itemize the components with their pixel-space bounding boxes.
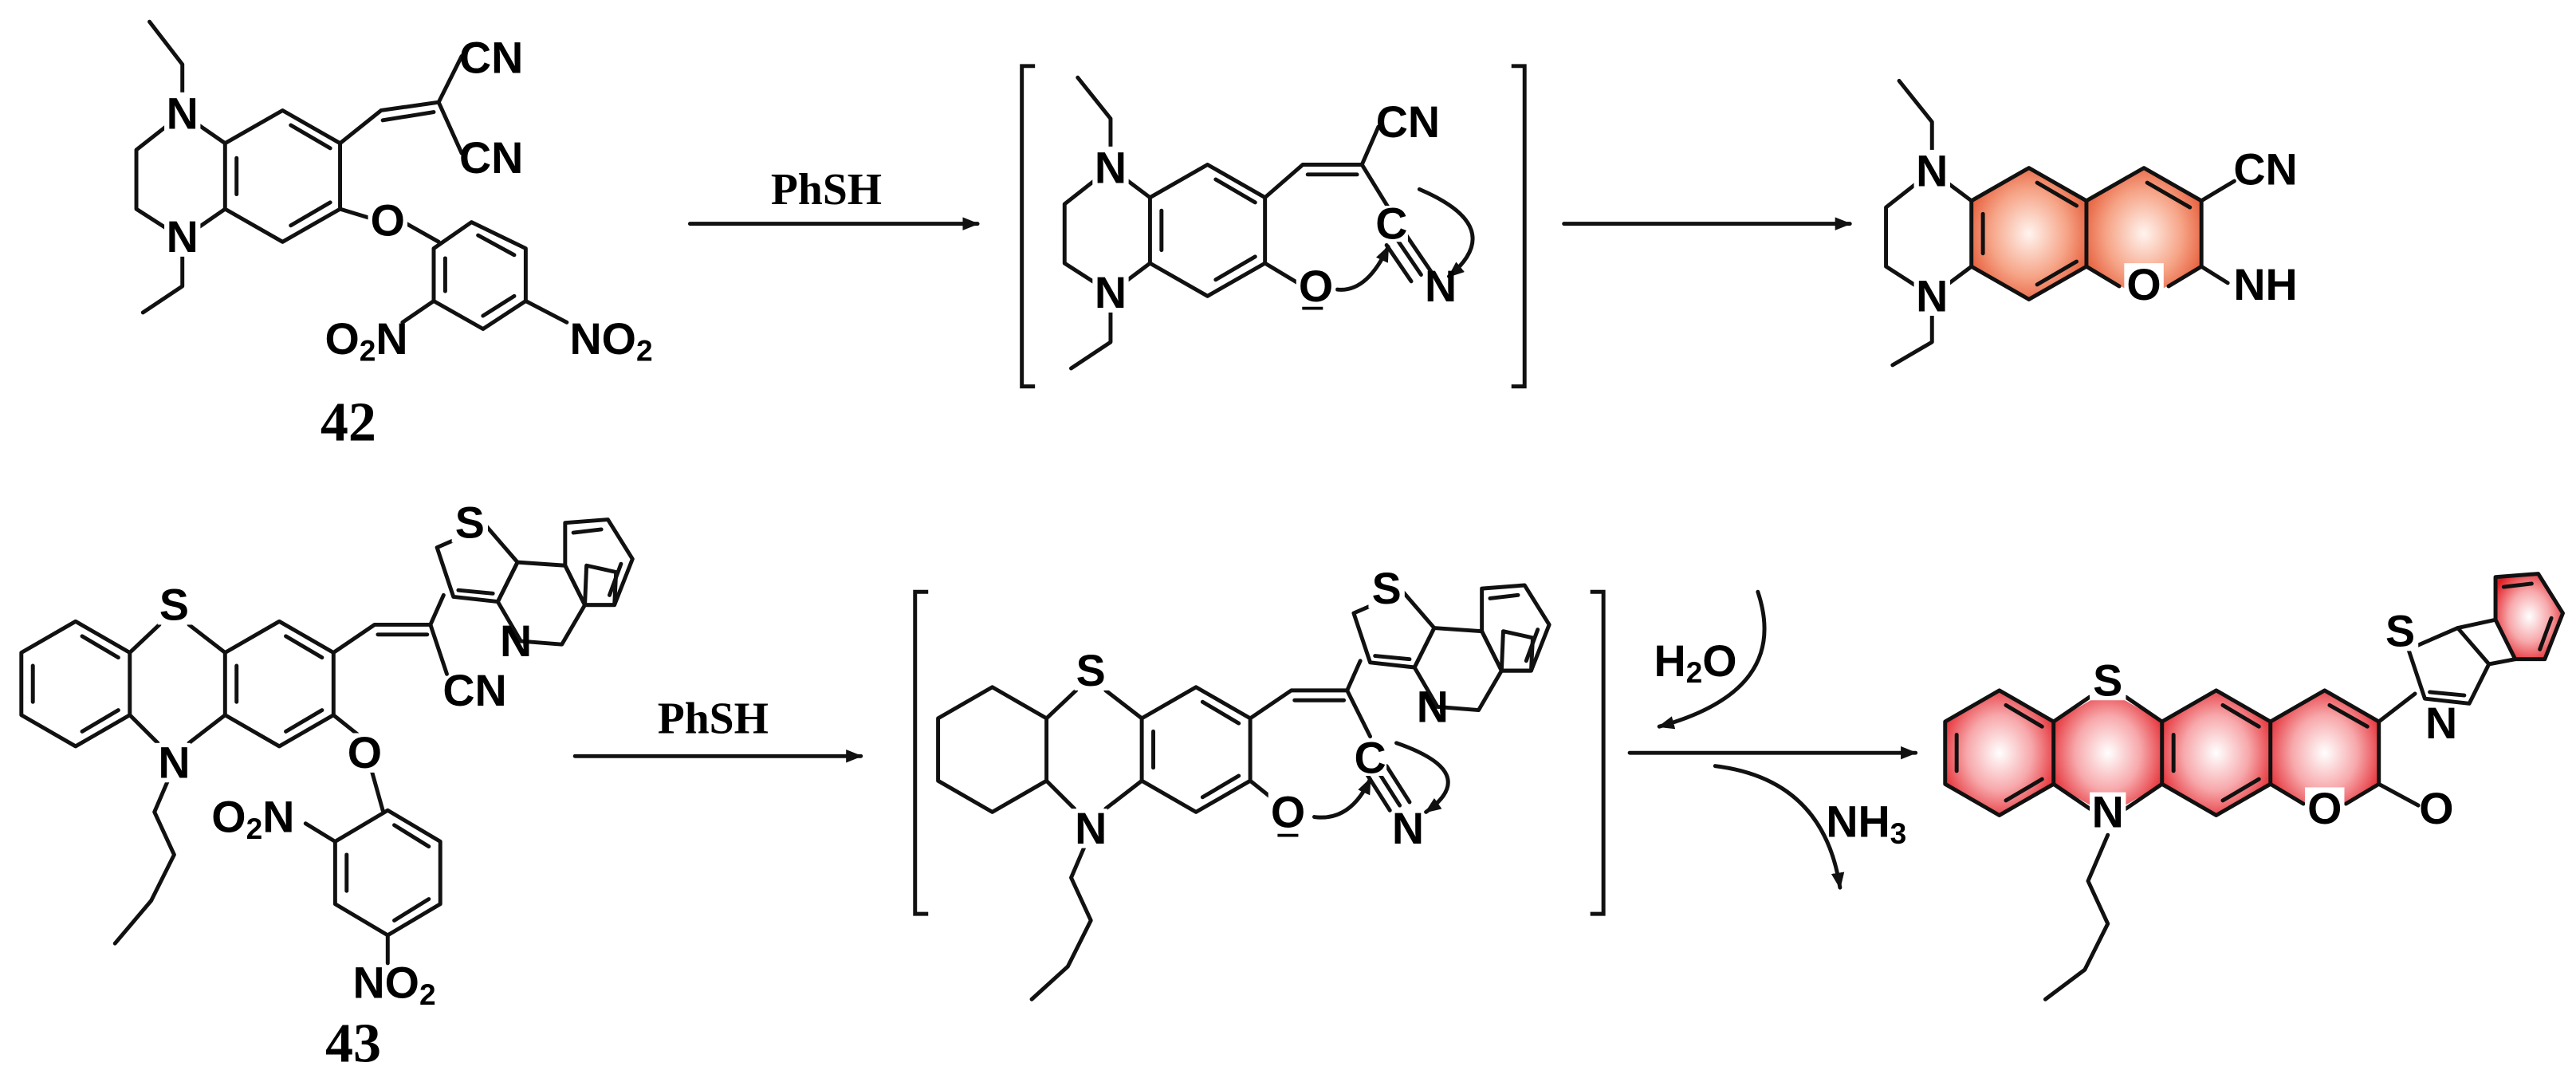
reagent-phsh-bottom: PhSH <box>658 694 769 743</box>
atom-n: N <box>2092 787 2124 836</box>
cyano-label: CN <box>1376 97 1440 147</box>
atom-n: N <box>1916 147 1948 196</box>
atom-n: N <box>1095 144 1127 193</box>
nitro-label: O2N <box>211 793 294 845</box>
cyano-label: CN <box>442 666 506 715</box>
cyano-label: CN <box>459 133 523 183</box>
product-1 <box>1884 78 2236 368</box>
atom-o: O <box>1299 262 1333 311</box>
atom-n: N <box>1916 271 1948 321</box>
equilibrium-arrows <box>1627 589 1918 890</box>
compound-43-number: 43 <box>325 1013 381 1075</box>
atom-n: N <box>167 212 199 262</box>
atom-o: O <box>2307 784 2342 833</box>
cyano-label: CN <box>459 33 523 83</box>
compound-43-atoms: S N O S N CN O2N NO2 43 <box>154 498 532 1075</box>
negative-charge: − <box>1300 285 1325 332</box>
product-2 <box>1943 572 2565 1001</box>
atom-s: S <box>1372 564 1402 613</box>
reagent-water: H2O <box>1654 636 1736 689</box>
cyano-label: CN <box>2233 145 2297 195</box>
product-1-atoms: N N O CN NH <box>1913 145 2298 321</box>
atom-n: N <box>167 89 199 139</box>
atom-n: N <box>1095 268 1127 317</box>
atom-s: S <box>159 580 189 630</box>
nitro-label: NO2 <box>353 958 436 1011</box>
product-2-atoms: S N O O S N <box>2090 607 2457 836</box>
negative-charge: − <box>1276 813 1300 860</box>
atom-o: O <box>348 728 382 777</box>
intermediate-1-atoms: N N CN C N O − <box>1092 97 1457 332</box>
atom-c: C <box>1375 199 1407 249</box>
atom-n: N <box>158 738 190 788</box>
atom-s: S <box>2385 607 2415 656</box>
reagent-phsh-top: PhSH <box>771 165 882 214</box>
atom-n: N <box>1417 682 1449 731</box>
atom-n: N <box>1075 804 1107 853</box>
intermediate-2-atoms: S N S N C N O − <box>1071 564 1449 860</box>
atom-n: N <box>1392 804 1424 853</box>
intermediate-2 <box>913 583 1606 1001</box>
imine-label: NH <box>2233 260 2297 309</box>
intermediate-1 <box>1020 64 1527 389</box>
atom-n: N <box>1425 262 1457 311</box>
compound-43 <box>19 517 635 966</box>
atom-n: N <box>2425 698 2457 748</box>
nitro-label: NO2 <box>570 314 653 367</box>
atom-o: O <box>2419 784 2453 833</box>
atom-o: O <box>371 196 405 246</box>
compound-42-number: 42 <box>321 392 376 454</box>
atom-s: S <box>1076 646 1106 695</box>
atom-s: S <box>455 498 485 548</box>
atom-s: S <box>2093 655 2122 705</box>
atom-o: O <box>2126 260 2161 309</box>
atom-n: N <box>500 616 532 666</box>
atom-o: O <box>1271 787 1305 836</box>
compound-42-atoms: N N O CN CN O2N NO2 42 <box>164 33 653 454</box>
atom-c: C <box>1354 733 1386 782</box>
reagent-ammonia: NH3 <box>1826 797 1906 850</box>
nitro-label: O2N <box>324 314 407 367</box>
